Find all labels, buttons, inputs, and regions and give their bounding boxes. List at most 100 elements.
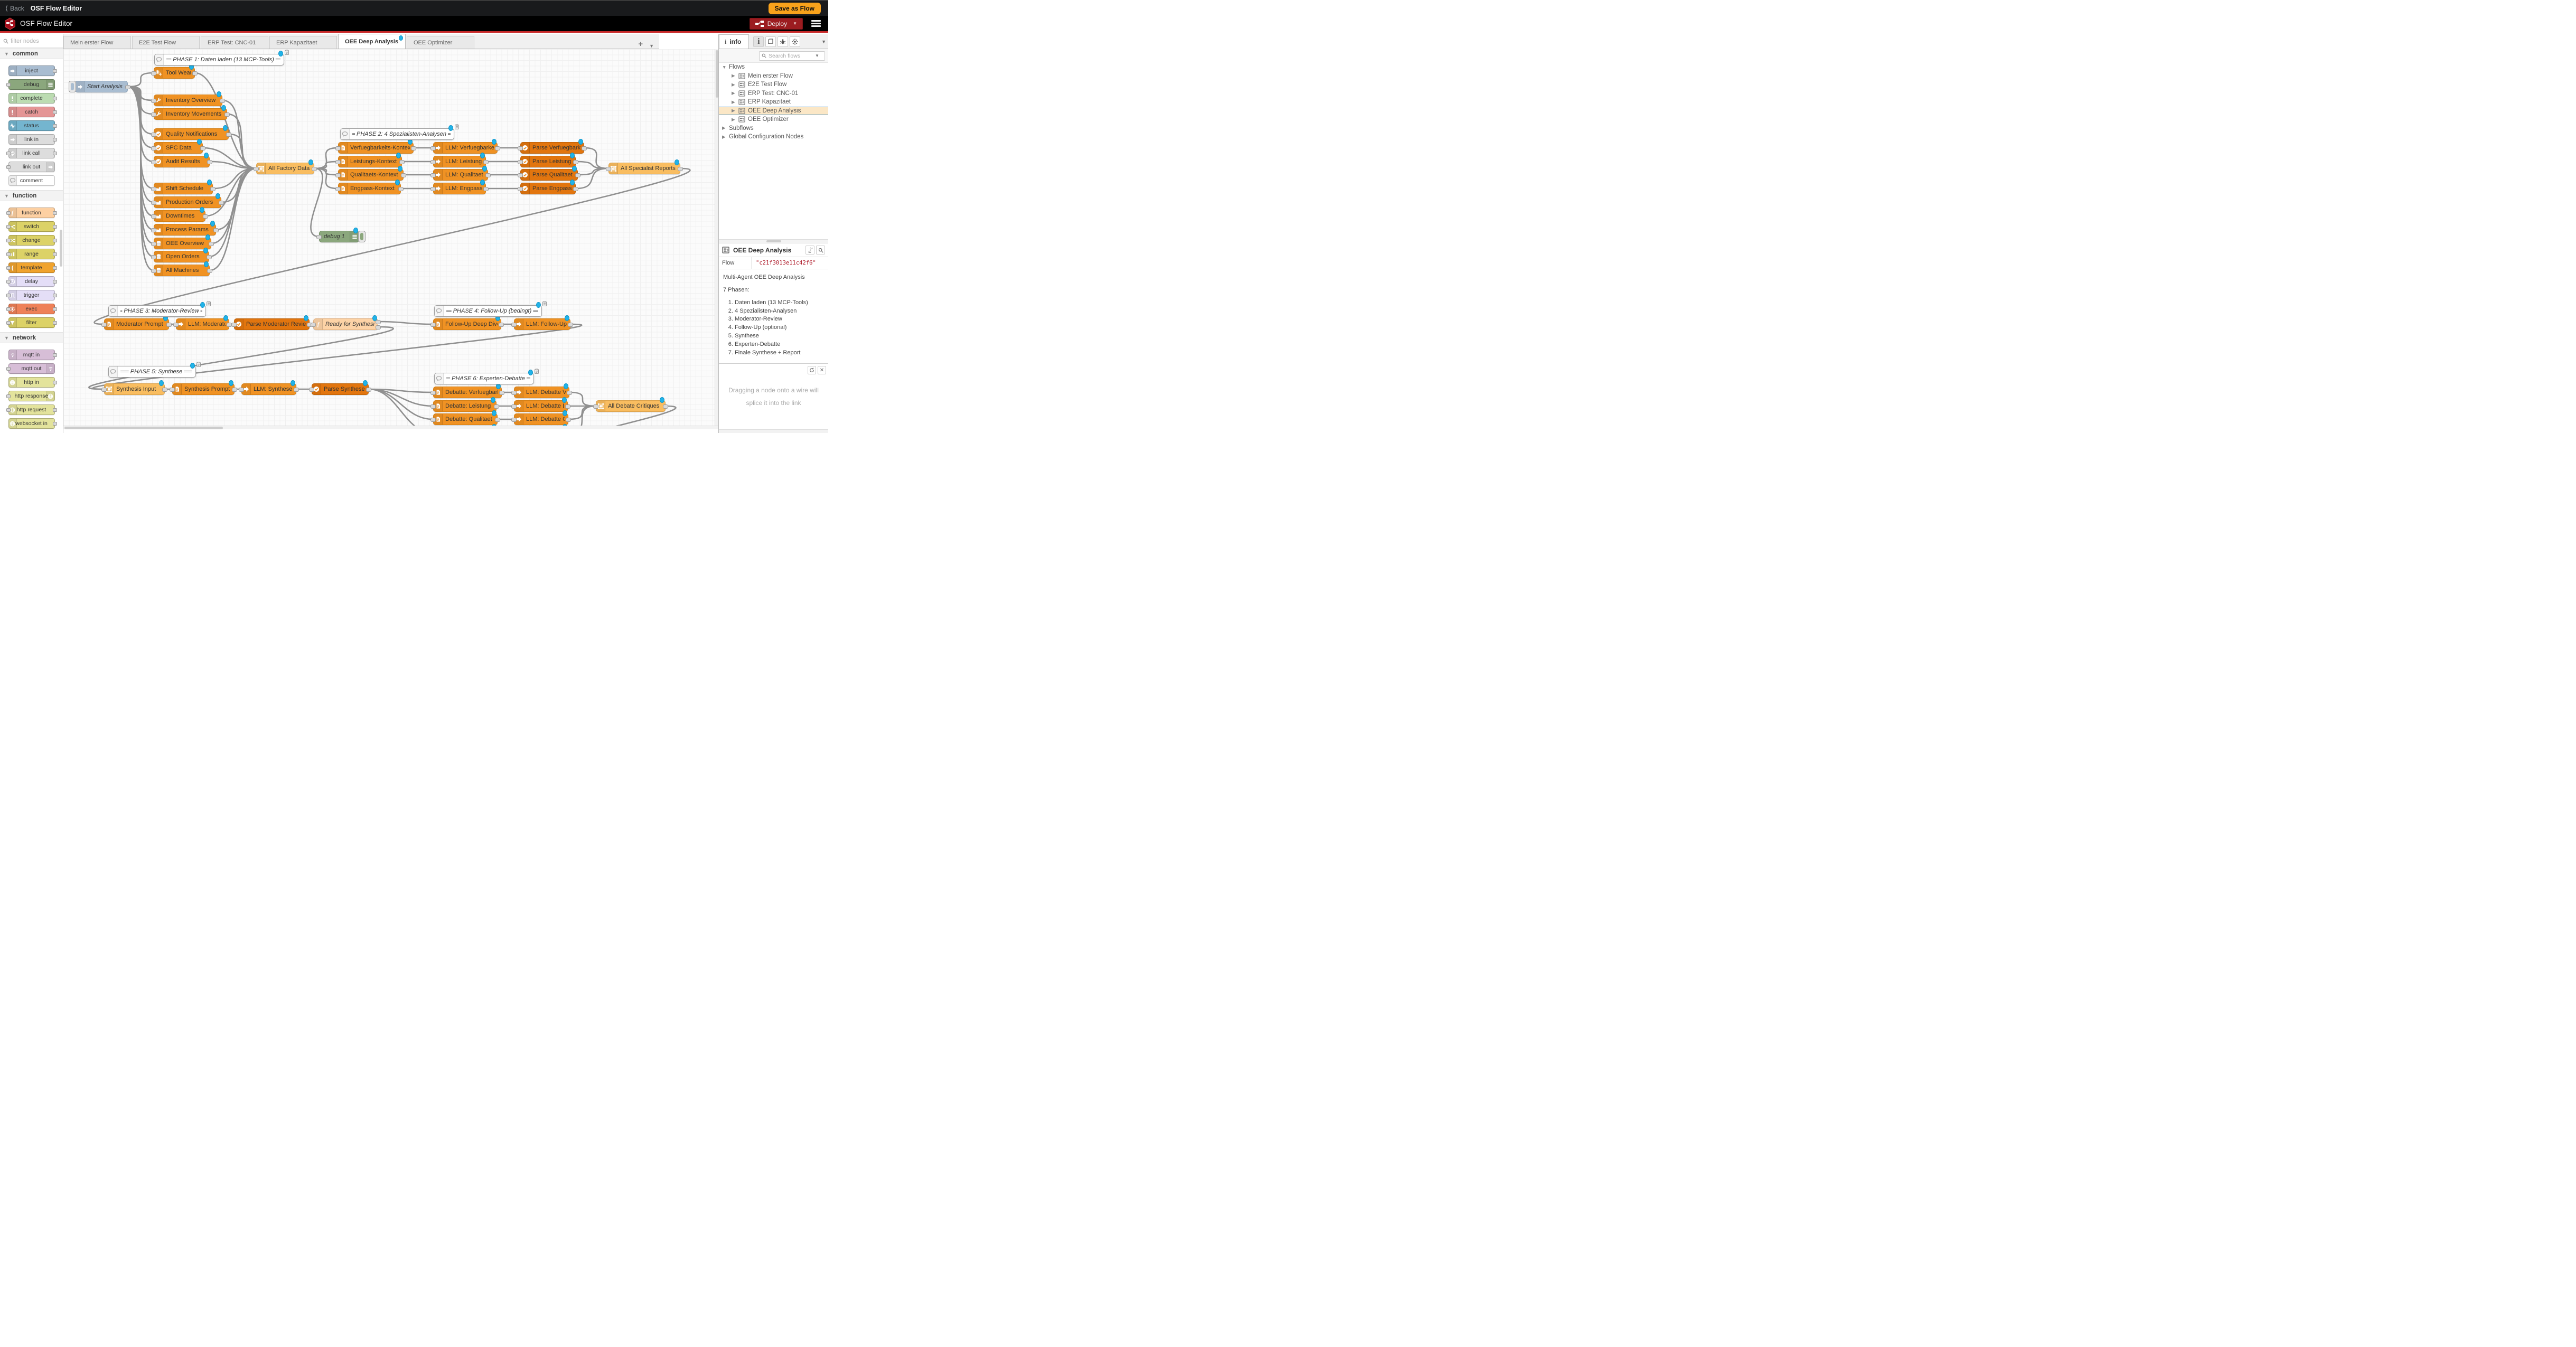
flow-node-parse-verfuegbarkeit[interactable]: Parse Verfuegbarkeit [520, 142, 584, 154]
flow-node-inventory-movements[interactable]: Inventory Movements [154, 108, 227, 120]
chevron-icon[interactable]: ▶ [732, 99, 736, 105]
menu-hamburger-icon[interactable] [811, 20, 821, 27]
input-port[interactable] [151, 255, 156, 259]
output-port[interactable] [220, 99, 225, 103]
palette-node-complete[interactable]: complete [8, 93, 55, 103]
flow-node-debug-1[interactable]: debug 1 [319, 231, 359, 242]
flow-node-llm-synthese[interactable]: LLM: Synthese [241, 383, 296, 395]
sidebar-debug-icon[interactable] [778, 36, 788, 47]
output-port[interactable] [483, 160, 489, 164]
output-port[interactable] [207, 255, 212, 259]
output-port[interactable] [219, 201, 224, 205]
sidebar-info-button[interactable]: i [753, 36, 764, 47]
output-port[interactable] [53, 408, 57, 412]
output-port[interactable] [483, 187, 489, 191]
copy-link-icon[interactable] [805, 246, 814, 255]
input-port[interactable] [151, 214, 156, 219]
output-port[interactable] [53, 381, 57, 384]
input-port[interactable] [511, 418, 517, 422]
flow-node-debatte-qualitaet[interactable]: Debatte: Qualitaet [433, 413, 498, 425]
palette-node-function[interactable]: ffunction [8, 208, 55, 218]
flow-node-shift-schedule[interactable]: Shift Schedule [154, 183, 213, 194]
output-port[interactable] [162, 388, 167, 392]
flow-node-process-params[interactable]: Process Params [154, 224, 216, 236]
flow-node-parse-synthese[interactable]: Parse Synthese [312, 383, 369, 395]
output-port[interactable] [192, 71, 198, 76]
input-port[interactable] [151, 228, 156, 232]
close-tip-icon[interactable]: ✕ [818, 366, 826, 374]
flow-tab-OEE-Optimizer[interactable]: OEE Optimizer [407, 36, 474, 49]
output-port[interactable] [398, 187, 404, 191]
chevron-icon[interactable]: ▶ [732, 117, 736, 123]
flow-node-inventory-overview[interactable]: Inventory Overview [154, 95, 222, 106]
output-port[interactable] [200, 146, 205, 150]
output-port[interactable] [207, 269, 212, 273]
output-port[interactable] [213, 228, 219, 232]
palette-node-link-in[interactable]: link in [8, 134, 55, 145]
input-port[interactable] [151, 269, 156, 273]
flow-node-quality-notifications[interactable]: Quality Notifications [154, 128, 229, 140]
output-port[interactable] [53, 69, 57, 73]
tree-flow-E2E-Test-Flow[interactable]: ▶E2E Test Flow [719, 80, 828, 89]
input-port[interactable] [6, 211, 11, 215]
refresh-tip-icon[interactable] [808, 366, 816, 374]
debug-toggle-button[interactable] [358, 231, 366, 242]
flow-node-parse-engpass[interactable]: Parse Engpass [520, 183, 576, 194]
input-port[interactable] [311, 323, 316, 327]
comment-node-c3[interactable]: ══ PHASE 3: Moderator-Review ══ [108, 305, 206, 317]
output-port[interactable] [366, 388, 371, 392]
input-port[interactable] [6, 280, 11, 284]
flow-node-debatte-verfuegbarkeit[interactable]: Debatte: Verfuegbarkeit [433, 387, 502, 398]
output-port[interactable] [401, 173, 406, 177]
input-port[interactable] [518, 173, 523, 177]
comment-node-c5[interactable]: ══ PHASE 5: Synthese ══ [108, 366, 196, 378]
flow-node-oee-overview[interactable]: OEE Overview [154, 238, 211, 249]
flow-list-caret-icon[interactable]: ▼ [648, 43, 659, 49]
output-port[interactable] [53, 252, 57, 256]
output-port[interactable] [495, 146, 500, 150]
output-port[interactable] [566, 418, 571, 422]
input-port[interactable] [151, 146, 156, 150]
chevron-icon[interactable]: ▶ [732, 73, 736, 79]
flow-node-verfuegbarkeits-kontext[interactable]: Verfuegbarkeits-Kontext [338, 142, 414, 154]
wire-afd-debug1[interactable] [311, 168, 322, 237]
output-port[interactable] [53, 152, 57, 155]
output-port[interactable] [53, 353, 57, 357]
flow-node-follow-up-deep-dive[interactable]: Follow-Up Deep Dive [433, 318, 501, 330]
flow-node-moderator-prompt[interactable]: Moderator Prompt [104, 318, 169, 330]
output-port[interactable] [232, 388, 237, 392]
palette-node-http-response[interactable]: http response [8, 391, 55, 401]
output-port[interactable] [494, 404, 499, 409]
tree-flow-ERP-Test:-CNC-01[interactable]: ▶ERP Test: CNC-01 [719, 89, 828, 98]
output-port[interactable] [567, 391, 572, 395]
palette-node-catch[interactable]: catch [8, 107, 55, 117]
flow-node-spc-data[interactable]: SPC Data [154, 142, 203, 154]
output-port[interactable] [125, 85, 130, 89]
flow-node-llm-debatte-v[interactable]: LLM: Debatte V [514, 387, 569, 398]
output-port[interactable] [53, 110, 57, 114]
flow-tab-ERP-Kapazitaet[interactable]: ERP Kapazitaet [269, 36, 337, 49]
palette-filter-input[interactable] [11, 38, 56, 44]
wire-start-t1[interactable] [128, 73, 154, 87]
input-port[interactable] [335, 187, 341, 191]
output-port[interactable] [53, 211, 57, 215]
sidebar-settings-gear-icon[interactable] [790, 36, 800, 47]
flow-node-synthesis-input[interactable]: Synthesis Input [104, 383, 165, 395]
input-port[interactable] [430, 391, 436, 395]
output-port[interactable] [53, 138, 57, 142]
input-port[interactable] [6, 408, 11, 412]
flow-node-qualitaets-kontext[interactable]: Qualitaets-Kontext [338, 169, 404, 181]
flow-id-value[interactable]: "c21f3013e11c42f6" [752, 257, 820, 269]
palette-section-common[interactable]: ▼common [0, 48, 63, 59]
output-port[interactable] [573, 160, 578, 164]
input-port[interactable] [316, 235, 322, 239]
chevron-icon[interactable]: ▶ [732, 108, 736, 114]
output-port[interactable] [224, 112, 230, 117]
deploy-button[interactable]: Deploy ▼ [750, 18, 803, 30]
flow-canvas[interactable]: Start AnalysisTool WearInventory Overvie… [63, 49, 718, 429]
output-port[interactable] [565, 404, 570, 409]
flow-node-all-machines[interactable]: All Machines [154, 265, 210, 276]
input-port[interactable] [231, 323, 237, 327]
input-port[interactable] [335, 146, 341, 150]
flow-node-engpass-kontext[interactable]: Engpass-Kontext [338, 183, 401, 194]
